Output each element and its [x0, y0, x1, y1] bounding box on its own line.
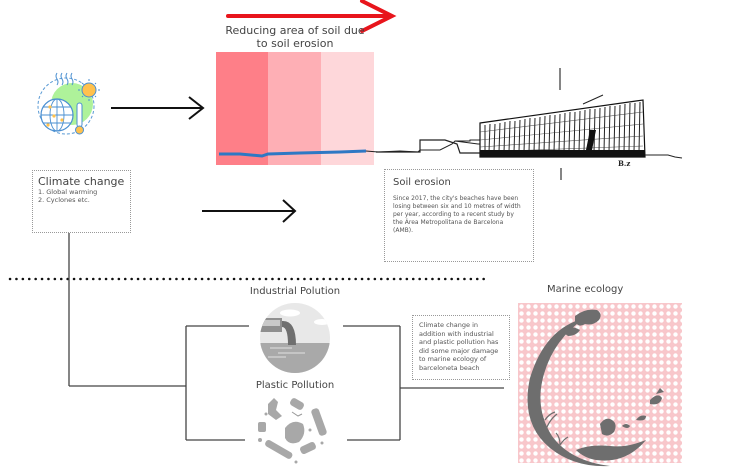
- sketch-signature: B.z: [618, 159, 631, 168]
- climate-item-2: 2. Cyclones etc.: [38, 196, 90, 204]
- shoreline-line: [219, 149, 367, 158]
- climate-box-title: Climate change: [38, 175, 125, 188]
- erosion-band-2: [268, 52, 321, 165]
- coast-ground: [376, 139, 485, 154]
- arrow-mid: [202, 199, 297, 223]
- erosion-caption-line2: to soil erosion: [256, 37, 334, 50]
- tree-connector: [68, 233, 504, 441]
- soil-box-title: Soil erosion: [393, 177, 451, 188]
- red-arrow-shape: [226, 0, 397, 33]
- erosion-band-1: [216, 52, 268, 165]
- soil-box-body: Since 2017, the city's beaches have been…: [393, 195, 521, 234]
- marine-dot-pattern: [518, 303, 682, 463]
- building-sketch: [479, 68, 683, 180]
- climate-item-1: 1. Global warming: [38, 188, 98, 196]
- marine-label: Marine ecology: [547, 284, 624, 295]
- soil-erosion-box: Soil erosion Since 2017, the city's beac…: [384, 169, 534, 262]
- climate-change-box: Climate change 1. Global warming 2. Cycl…: [32, 170, 131, 233]
- impact-box-body: Climate change in addition with industri…: [419, 321, 499, 372]
- arrow-climate-to-erosion: [111, 96, 205, 120]
- plastic-label: Plastic Pollution: [255, 380, 335, 391]
- erosion-caption: Reducing area of soil due to soil erosio…: [215, 24, 375, 50]
- industrial-label: Industrial Polution: [249, 286, 341, 297]
- erosion-band-3: [321, 52, 374, 165]
- erosion-caption-line1: Reducing area of soil due: [225, 24, 365, 37]
- impact-box: Climate change in addition with industri…: [412, 315, 510, 380]
